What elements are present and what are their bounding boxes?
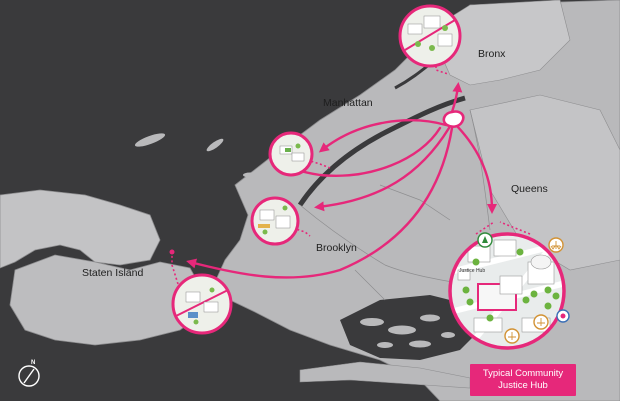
legend-justice-hub: Typical Community Justice Hub: [470, 364, 576, 396]
label-manhattan: Manhattan: [323, 97, 373, 109]
callout-justice-hub: Justice Hub: [448, 232, 570, 350]
arrow-to-manhattan: [318, 119, 448, 153]
arrow-to-bronx: [450, 82, 463, 114]
arrow-to-queens: [454, 123, 497, 214]
arrow-to-brooklyn: [314, 126, 451, 212]
callout-staten-island: [171, 273, 233, 335]
bronx-land: [429, 0, 571, 86]
map-pin-icon: [477, 232, 493, 248]
tree-icon: [462, 248, 560, 322]
legend-line-1: Typical Community: [482, 368, 564, 379]
label-brooklyn: Brooklyn: [316, 242, 357, 254]
origin-marker: [442, 110, 465, 128]
label-bronx: Bronx: [478, 48, 506, 60]
legend-line-2: Justice Hub: [498, 380, 548, 391]
arrow-to-staten-island: [186, 126, 454, 279]
scales-of-justice-icon: [504, 237, 570, 344]
east-river: [297, 95, 466, 207]
leader-dot: [169, 249, 175, 255]
callout-brooklyn: [250, 196, 300, 246]
callout-bronx: [398, 4, 462, 68]
svg-text:N: N: [31, 360, 35, 366]
marsh-islands: [360, 314, 455, 348]
landmass-west: [0, 189, 161, 269]
queens-land: [469, 94, 620, 271]
justice-hub-sign: Justice Hub: [459, 268, 485, 274]
connection-arrows: [186, 82, 497, 279]
callout-manhattan: [268, 131, 314, 177]
north-arrow-icon: N: [18, 360, 40, 387]
river-islands: [134, 133, 257, 178]
borough-boundaries: [299, 109, 491, 301]
label-queens: Queens: [511, 183, 548, 195]
label-staten-island: Staten Island: [82, 267, 143, 279]
